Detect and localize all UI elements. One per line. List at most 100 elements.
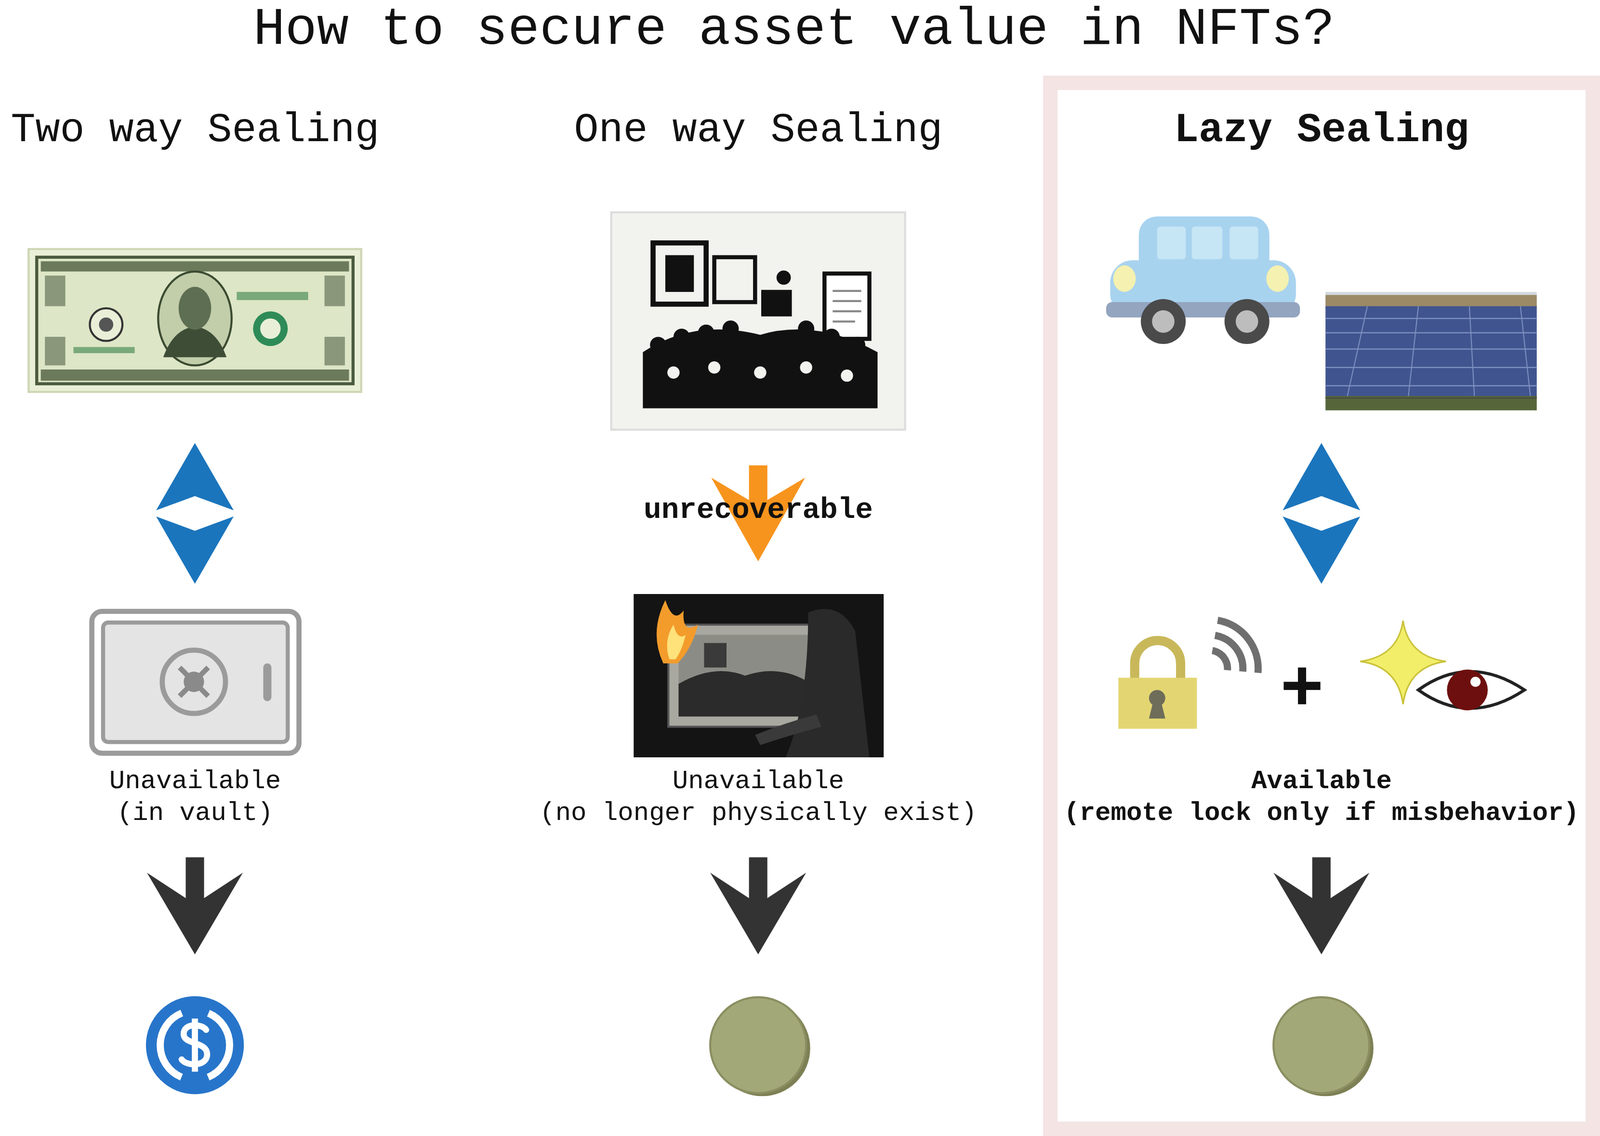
dollar-bill: [158, 271, 232, 366]
solar-farm-photo: [1325, 317, 1537, 320]
car-icon: [1235, 310, 1259, 333]
burning-artwork-photo: [703, 643, 727, 668]
artwork-print: [832, 310, 861, 313]
car-icon: [1151, 310, 1175, 333]
artwork-print: [761, 290, 793, 317]
dollar-bill: [178, 286, 212, 330]
diagram-title: How to secure asset value in NFTs?: [253, 3, 1335, 57]
vault-icon: [179, 667, 209, 697]
car-icon: [1113, 265, 1137, 292]
remote-lock-icon: [1149, 702, 1166, 719]
vault-icon: [103, 622, 288, 742]
remote-lock-icon: [1118, 620, 1258, 729]
state-caption: Available: [1063, 765, 1579, 798]
artwork-print: [823, 328, 840, 345]
artwork-print: [667, 366, 680, 379]
dollar-bill: [252, 311, 288, 346]
solar-farm-photo: [1469, 306, 1475, 399]
remote-lock-icon: [1118, 677, 1197, 729]
artwork-print: [698, 324, 715, 342]
solar-farm-photo: [1408, 306, 1419, 399]
watching-eye-icon: [1360, 620, 1525, 711]
vault-icon: [92, 611, 300, 754]
arrow-label-holder: unrecoverable: [643, 492, 873, 528]
state-caption: Unavailable: [109, 765, 281, 798]
car-icon: [1157, 226, 1186, 260]
state-caption: (in vault): [109, 797, 281, 830]
two-way-arrow: [156, 442, 234, 511]
artwork-print: [800, 361, 813, 374]
artwork-print: [776, 270, 792, 285]
sealed-state: Unavailable(in vault): [106, 608, 284, 833]
artwork-print: [611, 212, 906, 430]
solar-farm-photo: [1325, 385, 1537, 387]
two-way-arrow: [1282, 442, 1361, 511]
artwork-print: [665, 255, 694, 292]
two-way-arrow: [1282, 516, 1361, 584]
burning-artwork-photo: [633, 594, 884, 758]
artwork-print: [653, 242, 707, 305]
burning-artwork-photo: [678, 634, 811, 717]
artwork-print: [848, 336, 866, 354]
car-icon: [1140, 299, 1186, 344]
watching-eye-icon: [1446, 669, 1488, 711]
car-icon: [1106, 216, 1300, 344]
artwork-print: [714, 257, 756, 303]
column-heading-holder: One way Sealing: [573, 105, 943, 156]
dollar-bill: [44, 336, 66, 366]
remote-lock-icon: [1134, 640, 1181, 682]
artwork-print: [840, 369, 853, 382]
vault-icon: [179, 667, 209, 697]
artwork-print: [611, 212, 906, 430]
two-way-arrow: [156, 442, 234, 584]
remote-lock-icon: [1212, 650, 1228, 671]
stablecoin-token: [160, 1010, 230, 1080]
artwork-print: [832, 320, 856, 323]
sealed-state: Unavailable(no longer physically exist): [537, 594, 979, 833]
sealed-state: Available(remote lock only if misbehavio…: [1061, 617, 1582, 833]
diagram-title-holder: How to secure asset value in NFTs?: [253, 3, 1335, 57]
highlight-panel: Lazy SealingAvailable(remote lock only i…: [1043, 75, 1600, 1136]
dollar-bill: [260, 318, 281, 339]
down-arrow: [710, 857, 807, 955]
dollar-bill: [36, 257, 354, 384]
nft-token: [710, 997, 1374, 1097]
dollar-bill: [98, 317, 114, 332]
solar-farm-photo: [1325, 396, 1537, 411]
artwork-print: [708, 361, 721, 374]
vault-icon: [183, 671, 204, 692]
burning-artwork-photo: [785, 608, 870, 758]
nft-token: [710, 997, 807, 1094]
solar-farm-photo: [1325, 397, 1537, 399]
artwork-print: [797, 320, 815, 337]
remote-lock-icon: [1215, 635, 1243, 672]
dollar-bill: [73, 346, 135, 354]
burning-artwork-photo: [678, 671, 811, 717]
solar-farm-photo: [1325, 348, 1537, 350]
column-heading: Two way Sealing: [10, 105, 380, 156]
two-way-arrow: [156, 516, 234, 584]
watching-eye-icon: [1470, 676, 1481, 688]
dollar-bill: [324, 336, 345, 366]
car-icon: [1106, 302, 1300, 318]
stablecoin-token: [145, 996, 244, 1095]
car-icon: [1224, 299, 1270, 344]
dollar-bill: [236, 291, 308, 301]
vault-icon: [263, 663, 272, 701]
artwork-print: [722, 320, 740, 337]
burning-artwork-photo: [754, 714, 822, 746]
solar-farm-photo: [1520, 306, 1531, 399]
state-caption: (no longer physically exist): [539, 797, 977, 830]
column-heading-holder: Two way Sealing: [10, 105, 380, 156]
artwork-print: [753, 366, 767, 379]
down-arrow: [1273, 857, 1370, 955]
dollar-bill: [28, 249, 361, 393]
plus-sign: [1283, 667, 1321, 705]
down-arrow: [146, 857, 243, 955]
dollar-bill: [40, 369, 350, 381]
solar-farm-photo: [1347, 306, 1368, 399]
down-arrow: [146, 857, 1370, 955]
dollar-bill: [40, 261, 350, 272]
state-caption: Unavailable: [539, 765, 977, 798]
